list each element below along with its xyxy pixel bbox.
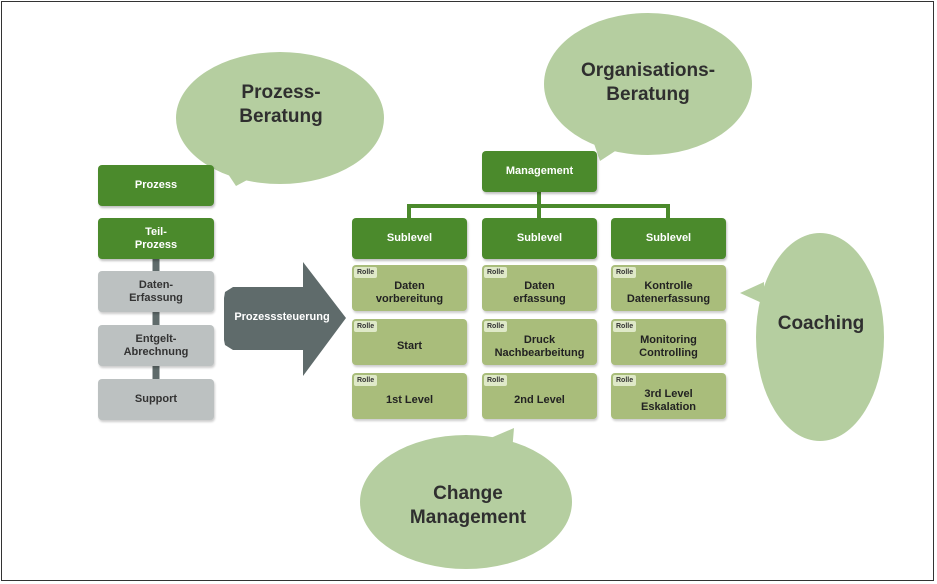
role-line: 1st Level bbox=[385, 394, 434, 406]
role-line: Datenerfassung bbox=[626, 292, 711, 305]
role-tag: Rolle bbox=[354, 321, 378, 332]
daten-erfassung-box: Daten- Erfassung bbox=[98, 271, 214, 312]
prozess-box: Prozess bbox=[98, 165, 214, 206]
role-line: Druck bbox=[523, 333, 556, 346]
prozesssteuerung-label: Prozesssteuerung bbox=[234, 311, 330, 323]
role-box-3-2: Rolle Monitoring Controlling bbox=[611, 319, 726, 365]
role-box-3-3: Rolle 3rd Level Eskalation bbox=[611, 373, 726, 419]
role-line: Eskalation bbox=[640, 400, 697, 413]
teil-prozess-line1: Teil- bbox=[145, 225, 167, 238]
role-box-2-3: Rolle 2nd Level bbox=[482, 373, 597, 419]
bubble-organisations-beratung-text: Organisations- Beratung bbox=[558, 59, 738, 107]
bubble-change-management bbox=[360, 428, 572, 569]
role-box-2-1: Rolle Daten erfassung bbox=[482, 265, 597, 311]
role-line: Daten bbox=[394, 279, 425, 292]
bubble-change-management-line1: Change bbox=[433, 483, 503, 504]
entgelt-abrechnung-line1: Entgelt- bbox=[135, 332, 177, 345]
role-box-1-1: Rolle Daten vorbereitung bbox=[352, 265, 467, 311]
sublevel-box-2: Sublevel bbox=[482, 218, 597, 259]
role-line: 3rd Level bbox=[644, 387, 693, 400]
role-line: Nachbearbeitung bbox=[494, 346, 585, 359]
daten-erfassung-line2: Erfassung bbox=[129, 291, 183, 304]
bubble-organisations-beratung-line1: Organisations- bbox=[580, 60, 716, 81]
role-line: Kontrolle bbox=[644, 279, 693, 292]
bubble-change-management-line2: Management bbox=[409, 507, 527, 528]
prozesssteuerung-arrow bbox=[224, 262, 346, 376]
bubble-prozess-beratung-line1: Prozess- bbox=[241, 82, 321, 103]
bubble-change-management-text: Change Management bbox=[380, 482, 556, 530]
bubble-prozess-beratung-text: Prozess- Beratung bbox=[196, 81, 366, 129]
role-line: Daten bbox=[524, 279, 555, 292]
role-tag: Rolle bbox=[354, 375, 378, 386]
support-box: Support bbox=[98, 379, 214, 420]
teil-prozess-box: Teil- Prozess bbox=[98, 218, 214, 259]
role-tag: Rolle bbox=[484, 375, 508, 386]
role-box-3-1: Rolle Kontrolle Datenerfassung bbox=[611, 265, 726, 311]
role-line: 2nd Level bbox=[514, 394, 565, 406]
bubble-organisations-beratung bbox=[544, 13, 752, 161]
org-connectors bbox=[407, 190, 670, 220]
role-tag: Rolle bbox=[484, 321, 508, 332]
role-line: erfassung bbox=[513, 292, 566, 305]
bubble-coaching-text: Coaching bbox=[777, 313, 865, 334]
role-box-2-2: Rolle Druck Nachbearbeitung bbox=[482, 319, 597, 365]
role-line: Start bbox=[396, 340, 423, 352]
management-box: Management bbox=[482, 151, 597, 192]
entgelt-abrechnung-line2: Abrechnung bbox=[123, 345, 189, 358]
role-tag: Rolle bbox=[484, 267, 508, 278]
role-tag: Rolle bbox=[613, 321, 637, 332]
role-line: Controlling bbox=[639, 346, 698, 359]
bubble-prozess-beratung-line2: Beratung bbox=[239, 106, 323, 127]
bubble-coaching bbox=[740, 233, 884, 441]
sublevel-box-1: Sublevel bbox=[352, 218, 467, 259]
daten-erfassung-line1: Daten- bbox=[138, 278, 174, 291]
sublevel-box-3: Sublevel bbox=[611, 218, 726, 259]
role-tag: Rolle bbox=[613, 267, 637, 278]
role-line: Monitoring bbox=[640, 333, 697, 346]
role-tag: Rolle bbox=[613, 375, 637, 386]
bubble-organisations-beratung-line2: Beratung bbox=[606, 84, 690, 105]
bubble-prozess-beratung bbox=[176, 52, 384, 186]
role-line: vorbereitung bbox=[375, 292, 444, 305]
role-box-1-2: Rolle Start bbox=[352, 319, 467, 365]
role-box-1-3: Rolle 1st Level bbox=[352, 373, 467, 419]
entgelt-abrechnung-box: Entgelt- Abrechnung bbox=[98, 325, 214, 366]
teil-prozess-line2: Prozess bbox=[134, 238, 178, 251]
role-tag: Rolle bbox=[354, 267, 378, 278]
